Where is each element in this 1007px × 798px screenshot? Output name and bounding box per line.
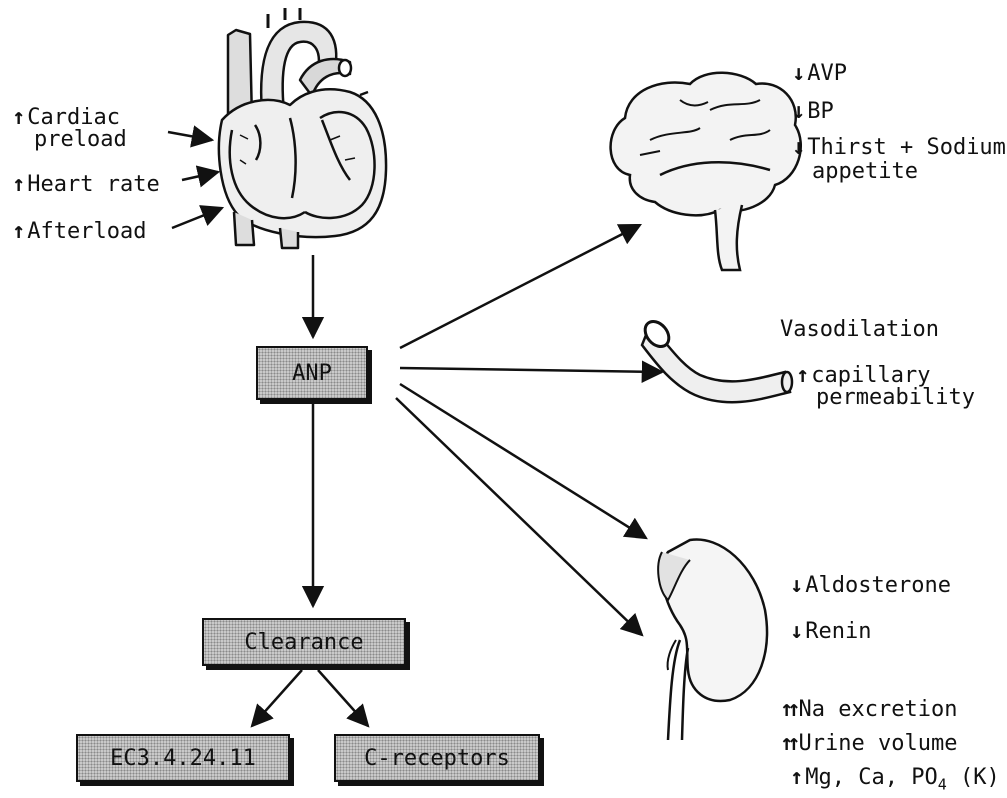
aldosterone-label: Aldosterone bbox=[790, 574, 951, 598]
na-excretion-label: Na excretion bbox=[780, 698, 957, 722]
urine-volume-label: Urine volume bbox=[780, 732, 957, 756]
vasodilation-label: Vasodilation bbox=[780, 318, 939, 342]
bp-label: BP bbox=[792, 100, 834, 124]
kidney-icon bbox=[658, 539, 767, 740]
minerals-subscript: 4 bbox=[938, 775, 947, 793]
minerals-text: Mg, Ca, PO bbox=[805, 765, 937, 790]
heart-rate-label: Heart rate bbox=[12, 173, 160, 197]
clearance-box: Clearance bbox=[202, 618, 406, 666]
blood-vessel-icon bbox=[640, 317, 792, 402]
thirst-line1: Thirst + Sodium bbox=[792, 136, 1006, 160]
enzyme-box: EC3.4.24.11 bbox=[76, 734, 290, 782]
minerals-label: Mg, Ca, PO4 (K) bbox=[790, 766, 1000, 796]
heart-icon bbox=[219, 8, 386, 248]
renin-label: Renin bbox=[790, 620, 871, 644]
thirst-line2: appetite bbox=[812, 160, 918, 184]
anp-box: ANP bbox=[256, 346, 368, 400]
c-receptors-box: C-receptors bbox=[334, 734, 540, 782]
minerals-suffix: (K) bbox=[947, 765, 1000, 790]
avp-label: AVP bbox=[792, 62, 847, 86]
cardiac-preload-line2: preload bbox=[34, 128, 127, 152]
capillary-line2: permeability bbox=[816, 386, 975, 410]
brain-icon bbox=[611, 73, 801, 270]
afterload-label: Afterload bbox=[12, 220, 146, 244]
